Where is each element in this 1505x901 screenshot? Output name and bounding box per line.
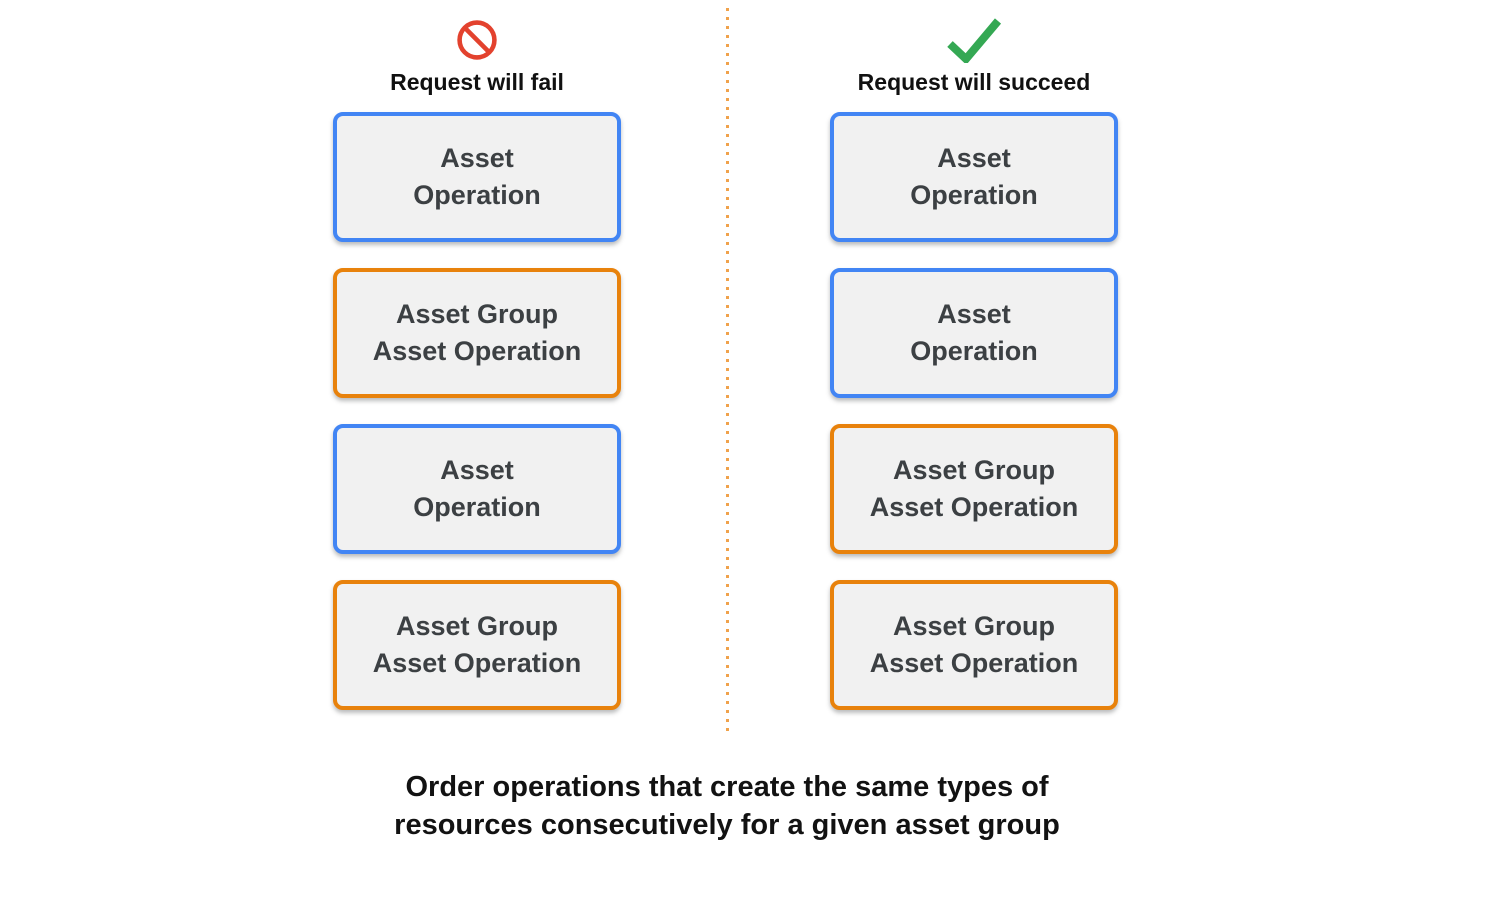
box-label: Asset Operation [910, 143, 1038, 210]
box-label: Asset Group Asset Operation [372, 299, 582, 366]
fail-boxes: Asset Operation Asset Group Asset Operat… [333, 112, 621, 710]
box-label: Asset Group Asset Operation [372, 611, 582, 678]
succeed-column: Request will succeed Asset Operation Ass… [830, 14, 1118, 710]
asset-group-asset-operation-box: Asset Group Asset Operation [830, 580, 1118, 710]
prohibited-icon [455, 14, 499, 66]
fail-column: Request will fail Asset Operation Asset … [333, 14, 621, 710]
diagram-caption: Order operations that create the same ty… [394, 771, 1060, 841]
box-label: Asset Operation [413, 143, 541, 210]
succeed-heading: Request will succeed [857, 69, 1091, 95]
asset-operation-box: Asset Operation [830, 268, 1118, 398]
box-label: Asset Group Asset Operation [869, 455, 1079, 522]
succeed-boxes: Asset Operation Asset Operation Asset Gr… [830, 112, 1118, 710]
box-label: Asset Operation [413, 455, 541, 522]
asset-operation-box: Asset Operation [830, 112, 1118, 242]
checkmark-icon [945, 14, 1003, 66]
fail-heading: Request will fail [390, 69, 564, 95]
box-label: Asset Operation [910, 299, 1038, 366]
asset-operation-box: Asset Operation [333, 424, 621, 554]
asset-group-asset-operation-box: Asset Group Asset Operation [830, 424, 1118, 554]
asset-operation-box: Asset Operation [333, 112, 621, 242]
box-label: Asset Group Asset Operation [869, 611, 1079, 678]
asset-group-asset-operation-box: Asset Group Asset Operation [333, 268, 621, 398]
asset-group-asset-operation-box: Asset Group Asset Operation [333, 580, 621, 710]
dotted-divider [726, 8, 729, 736]
